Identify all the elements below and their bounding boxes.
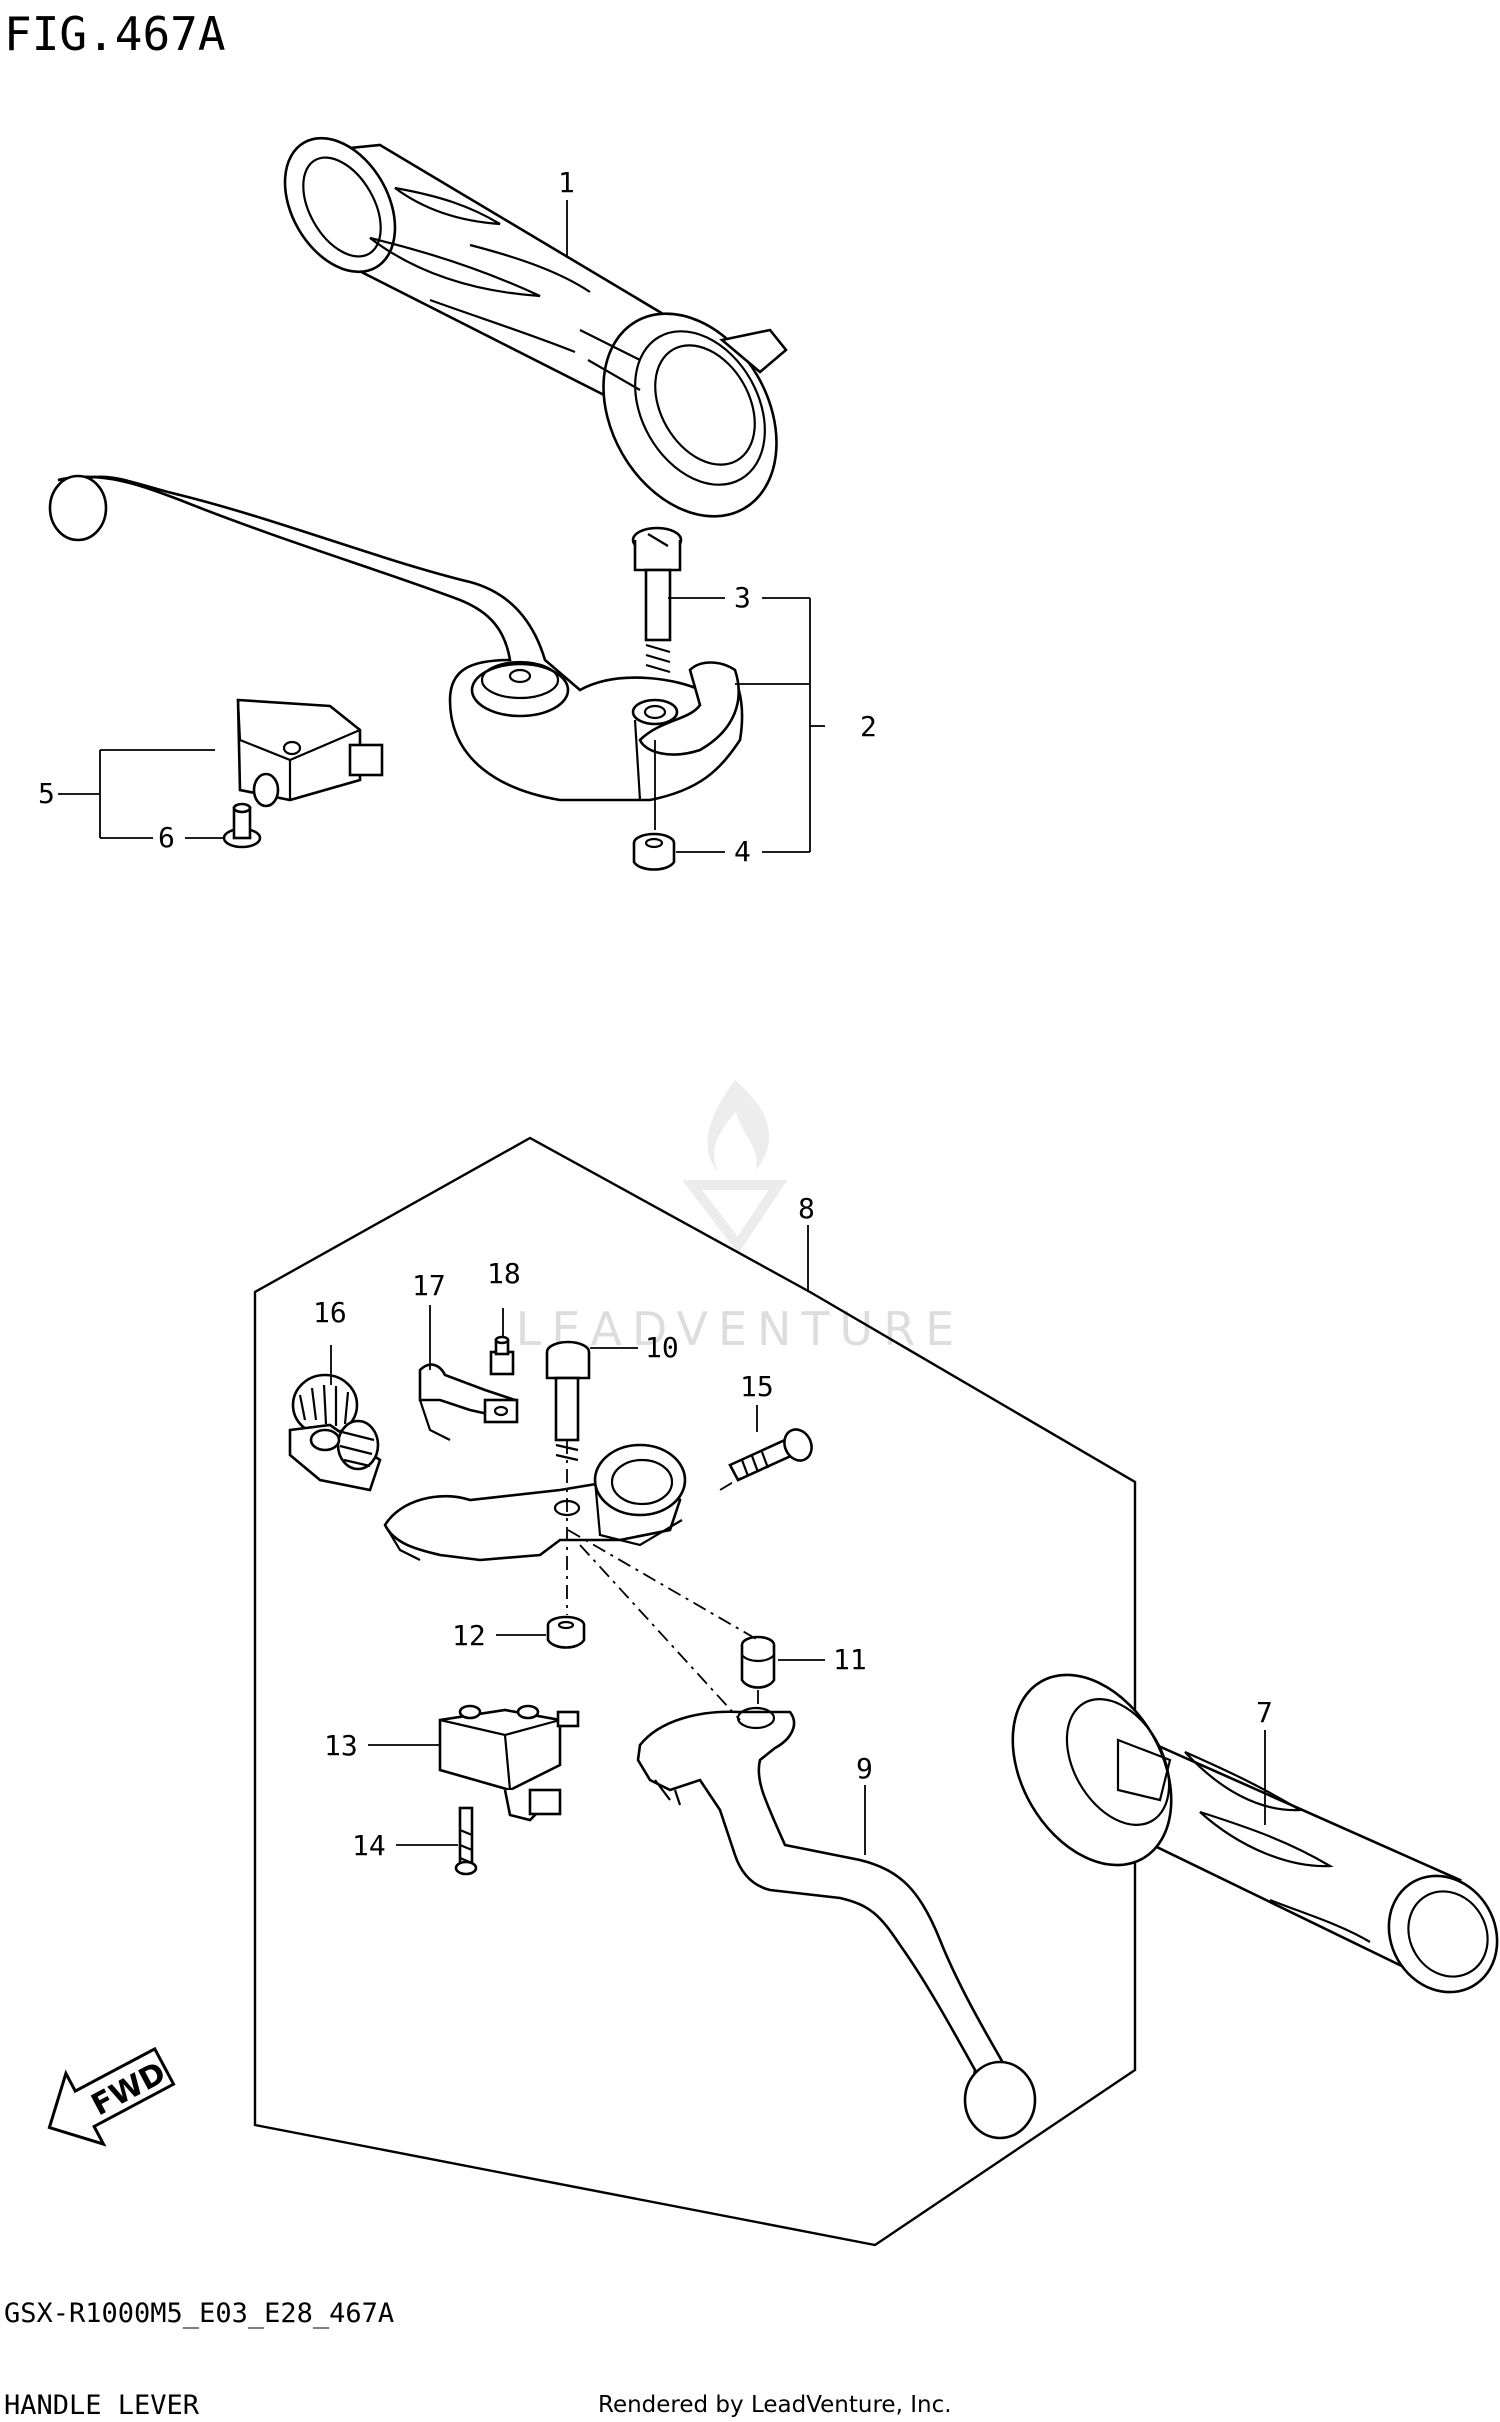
lower-leader-lines — [330, 1225, 1266, 1855]
part-9-clutch-lever — [636, 1706, 1037, 2140]
section-name: HANDLE LEVER — [4, 2390, 200, 2421]
callout-17: 17 — [412, 1269, 446, 1302]
clutch-holder-bracket — [383, 1443, 687, 1562]
part-4-nut — [632, 832, 676, 871]
callout-8: 8 — [798, 1192, 815, 1225]
part-1-throttle-grip — [283, 136, 788, 518]
callout-11: 11 — [833, 1643, 867, 1676]
callout-12: 12 — [452, 1619, 486, 1652]
callout-6: 6 — [158, 821, 175, 854]
part-10-pivot-bolt — [545, 1340, 591, 1462]
callout-18: 18 — [487, 1257, 521, 1290]
v-logo-icon — [681, 1180, 788, 1254]
leadventure-watermark: LEADVENTURE — [516, 1080, 965, 1356]
callout-1: 1 — [558, 166, 575, 199]
watermark-text: LEADVENTURE — [516, 1302, 965, 1356]
flame-logo-icon — [707, 1080, 770, 1172]
part-13-clutch-switch — [438, 1704, 580, 1822]
part-5-brake-switch — [236, 698, 384, 808]
callout-2: 2 — [860, 710, 877, 743]
part-18-pin — [489, 1335, 515, 1376]
upper-leader-lines — [58, 200, 825, 853]
part-6-screw — [222, 802, 262, 849]
callout-10: 10 — [645, 1331, 679, 1364]
callout-9: 9 — [856, 1752, 873, 1785]
part-16-adjuster — [288, 1373, 382, 1492]
callout-13: 13 — [324, 1729, 358, 1762]
callout-16: 16 — [313, 1296, 347, 1329]
part-17-clip — [418, 1363, 519, 1441]
part-14-screw — [454, 1806, 478, 1876]
callout-15: 15 — [740, 1370, 774, 1403]
part-7-left-grip — [1011, 1673, 1499, 1994]
callout-14: 14 — [352, 1829, 386, 1862]
part-15-screw — [728, 1428, 813, 1482]
callout-5: 5 — [38, 777, 55, 810]
model-code: GSX-R1000M5_E03_E28_467A — [4, 2298, 394, 2329]
callout-7: 7 — [1256, 1696, 1273, 1729]
callout-4: 4 — [734, 835, 751, 868]
callout-3: 3 — [734, 581, 751, 614]
render-credit: Rendered by LeadVenture, Inc. — [598, 2392, 952, 2418]
part-2-brake-lever — [48, 474, 744, 802]
part-8-assembly-boundary — [253, 1136, 1137, 2247]
fwd-arrow-icon: FWD — [47, 2046, 176, 2147]
figure-title: FIG.467A — [4, 7, 226, 61]
part-3-pivot-bolt — [631, 526, 683, 674]
part-11-bushing — [740, 1635, 776, 1689]
part-12-nut — [546, 1615, 586, 1649]
